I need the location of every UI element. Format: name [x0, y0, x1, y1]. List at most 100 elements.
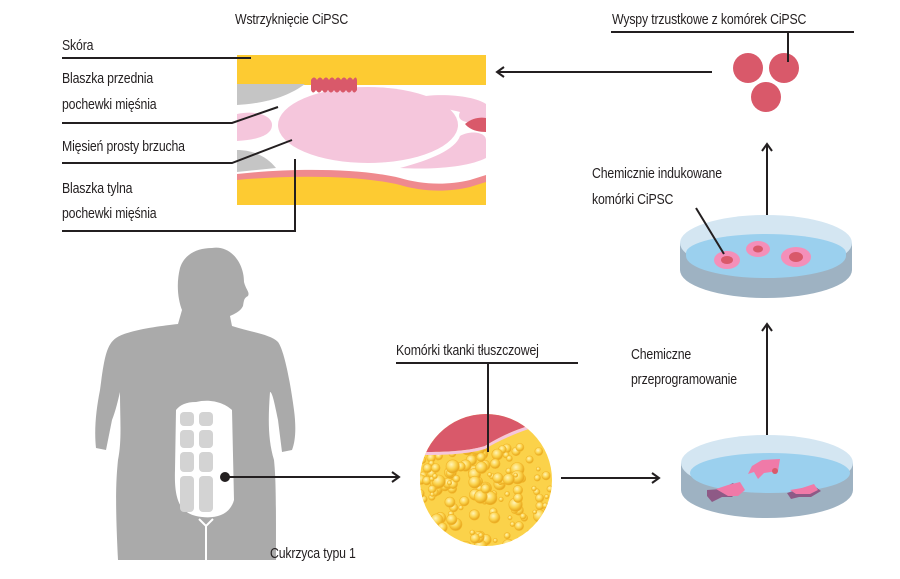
fat-cell — [533, 474, 541, 482]
skin-label: Skóra — [62, 37, 94, 54]
fibroblast-cells — [707, 459, 821, 502]
fat-cell — [432, 473, 438, 479]
fat-cell — [420, 495, 428, 503]
fat-cell — [507, 515, 513, 521]
fat-cell — [446, 513, 458, 525]
fat-cell — [420, 522, 427, 531]
fat-cell — [535, 493, 544, 503]
fascia-bottom-gray — [237, 150, 276, 172]
anterior-sheath-label-line1: Blaszka przednia — [62, 70, 154, 87]
fat-cell — [542, 502, 549, 509]
fat-cell — [468, 509, 480, 521]
diabetes-label: Cukrzyca typu 1 — [270, 545, 356, 562]
anterior-sheath-label-line2: pochewki mięśnia — [62, 96, 157, 113]
fat-cell — [547, 509, 552, 516]
fat-cell — [476, 452, 486, 462]
fat-cell — [540, 523, 550, 533]
fat-cell — [504, 491, 511, 497]
arrow-reprogramming-to-cipsc — [761, 322, 773, 449]
fat-cell — [430, 533, 442, 545]
fat-cell — [518, 535, 529, 546]
fat-cell — [532, 540, 542, 546]
fat-cell — [501, 538, 516, 546]
fat-cell — [469, 529, 476, 536]
cipsc-petri-dish — [680, 215, 852, 298]
fat-cell — [473, 489, 488, 504]
fat-cell — [459, 496, 470, 507]
posterior-sheath-label-line1: Blaszka tylna — [62, 180, 133, 197]
fat-cell — [475, 461, 488, 474]
fat-cell — [513, 472, 519, 478]
fat-cell — [526, 529, 533, 536]
injected-islets — [311, 77, 357, 93]
fat-cell — [427, 485, 437, 494]
fat-cell — [540, 520, 552, 535]
islet-leaders — [611, 31, 854, 62]
fat-cell — [480, 483, 491, 494]
cipsc-cells — [714, 241, 811, 269]
cross-section-leaders — [62, 57, 296, 232]
fat-cell — [514, 537, 524, 546]
cipsc-label-line2: komórki CiPSC — [592, 191, 674, 208]
fat-cell — [506, 455, 513, 462]
fat-cell — [509, 521, 516, 527]
fat-cell — [532, 509, 538, 515]
abdominal-muscles — [174, 400, 234, 560]
fat-cell — [546, 485, 552, 493]
fat-cell — [446, 480, 452, 486]
fat-cell — [492, 472, 504, 484]
fat-cell — [420, 542, 426, 546]
abdominal-cross-section — [237, 55, 486, 205]
fat-cell — [519, 512, 527, 520]
fat-cell — [420, 536, 434, 546]
fat-cell — [458, 505, 464, 511]
fat-cell — [535, 466, 541, 472]
fat-cell — [498, 496, 504, 503]
posterior-sheath-label-line2: pochewki mięśnia — [62, 205, 157, 222]
fat-cell — [502, 473, 515, 486]
fat-cell — [514, 521, 524, 531]
arrow-adipose-to-dish — [561, 472, 661, 484]
fat-cell — [488, 511, 501, 524]
fat-cell — [437, 522, 448, 533]
fat-cell — [420, 489, 425, 499]
skin-layer-bottom — [237, 176, 486, 205]
adipocytes-label: Komórki tkanki tłuszczowej — [396, 342, 539, 359]
arrow-body-to-adipose — [220, 471, 401, 483]
fat-cell — [531, 485, 537, 492]
fat-cell — [444, 496, 456, 508]
arrow-islets-to-injection — [495, 66, 712, 78]
fat-cell — [452, 474, 461, 483]
fat-cell — [491, 448, 504, 461]
fat-cell — [492, 538, 498, 543]
fat-cell — [470, 533, 481, 544]
fat-cell — [429, 491, 435, 497]
fat-cell — [534, 447, 544, 456]
reprogramming-label-line2: przeprogramowanie — [631, 371, 737, 388]
fat-cell — [490, 458, 501, 469]
fat-cell — [425, 531, 436, 542]
fat-cell — [545, 527, 552, 540]
fat-cell — [525, 455, 534, 464]
fat-cell — [487, 472, 493, 477]
transplant-site — [465, 117, 486, 132]
fat-cell — [459, 541, 473, 546]
fat-cell — [541, 471, 551, 481]
adipose-tissue-circle — [420, 414, 552, 546]
fat-cell — [513, 493, 523, 503]
fat-cell — [503, 532, 511, 540]
reprogramming-petri-dish — [681, 435, 853, 518]
fat-cell — [541, 535, 552, 546]
islet-cluster — [733, 53, 799, 112]
fascia-top-gray — [237, 84, 305, 105]
left-muscle-pink — [237, 112, 272, 141]
fat-cell — [435, 535, 447, 546]
right-muscle-lower — [400, 132, 486, 169]
arrow-cipsc-to-islets — [761, 142, 773, 227]
reprogramming-label-line1: Chemiczne — [631, 346, 692, 363]
adipose-leaders — [396, 362, 578, 452]
fat-cell — [431, 463, 441, 473]
cipsc-leader — [695, 207, 725, 255]
fat-cell — [420, 456, 427, 464]
